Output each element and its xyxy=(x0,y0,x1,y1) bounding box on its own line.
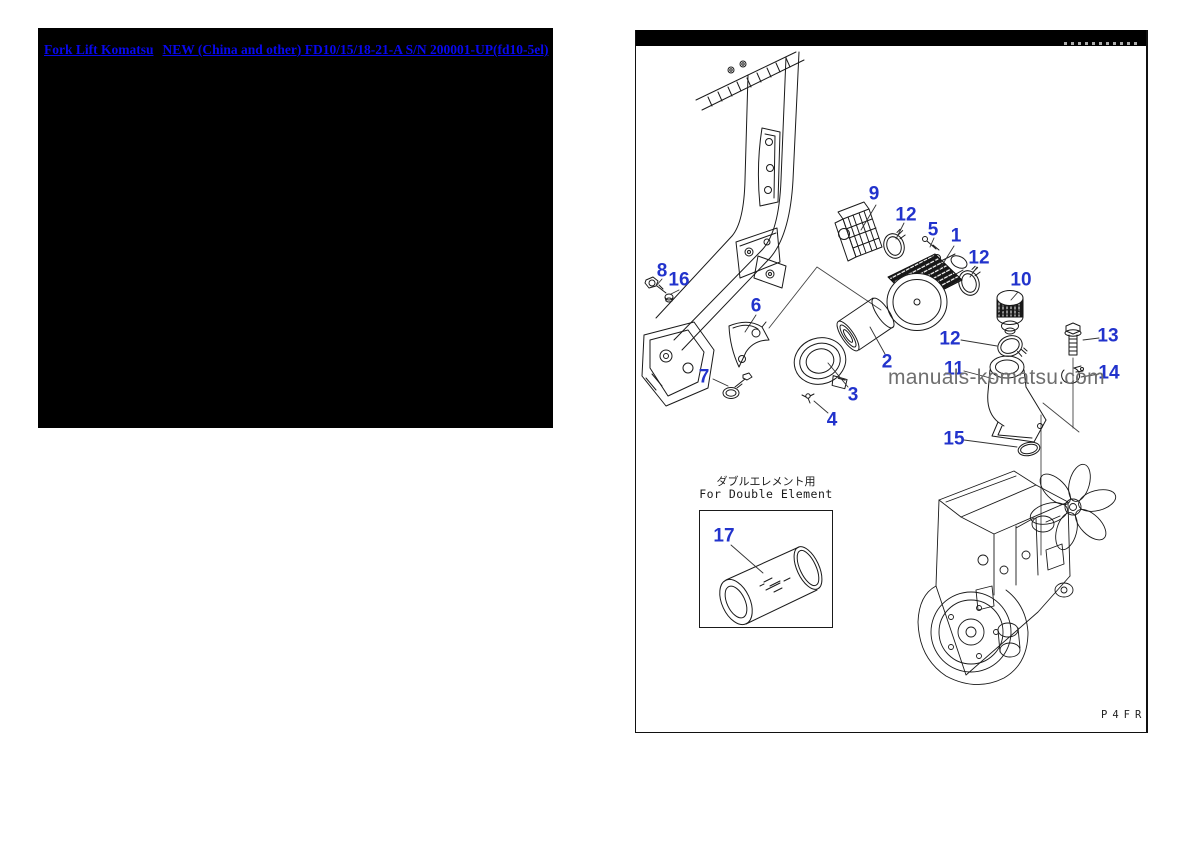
leader-lines xyxy=(656,205,1099,573)
double-element-box xyxy=(699,510,833,628)
part-8-bolt xyxy=(645,277,666,293)
exploded-parts-drawing xyxy=(636,30,1148,733)
top-bar-ticks xyxy=(1064,42,1138,45)
diagram-frame: ダブルエレメント用 For Double Element xyxy=(635,30,1148,733)
chassis-pillar xyxy=(642,52,804,406)
double-element-label-jp: ダブルエレメント用 xyxy=(716,475,816,488)
part-10-cap xyxy=(997,291,1023,335)
part-12-clamp-a xyxy=(879,227,912,262)
watermark: manuals-komatsu.com xyxy=(888,366,1105,389)
part-11-elbow xyxy=(988,356,1046,442)
engine-drawing xyxy=(918,462,1118,685)
part-13-bolt xyxy=(1065,323,1081,355)
part-14-clip xyxy=(1062,366,1084,383)
page-code: P4FR128 xyxy=(1101,709,1147,721)
breadcrumb: Fork Lift Komatsu NEW (China and other) F… xyxy=(44,42,558,58)
part-3-elbow-ring xyxy=(788,331,855,401)
part-7-bolt xyxy=(723,373,752,399)
catalog-link-model[interactable]: Fork Lift Komatsu xyxy=(44,42,154,57)
double-element-label-en: For Double Element xyxy=(699,487,833,501)
part-4-wing-bolt xyxy=(802,394,814,403)
pdf-viewer-panel: Fork Lift Komatsu NEW (China and other) F… xyxy=(38,28,553,428)
part-12-clamp-c xyxy=(994,330,1029,365)
catalog-link-serial[interactable]: NEW (China and other) FD10/15/18-21-A S/… xyxy=(162,42,549,57)
part-6-bracket xyxy=(729,322,769,367)
part-1-air-cleaner xyxy=(887,253,969,330)
part-15-gasket xyxy=(1017,440,1041,457)
part-16-nut xyxy=(665,294,673,302)
part-2-tube xyxy=(833,295,898,354)
part-5-fitting xyxy=(923,237,940,251)
frame-top-bar xyxy=(636,30,1146,46)
part-17-filter xyxy=(713,543,828,630)
part-9-element xyxy=(835,202,882,261)
